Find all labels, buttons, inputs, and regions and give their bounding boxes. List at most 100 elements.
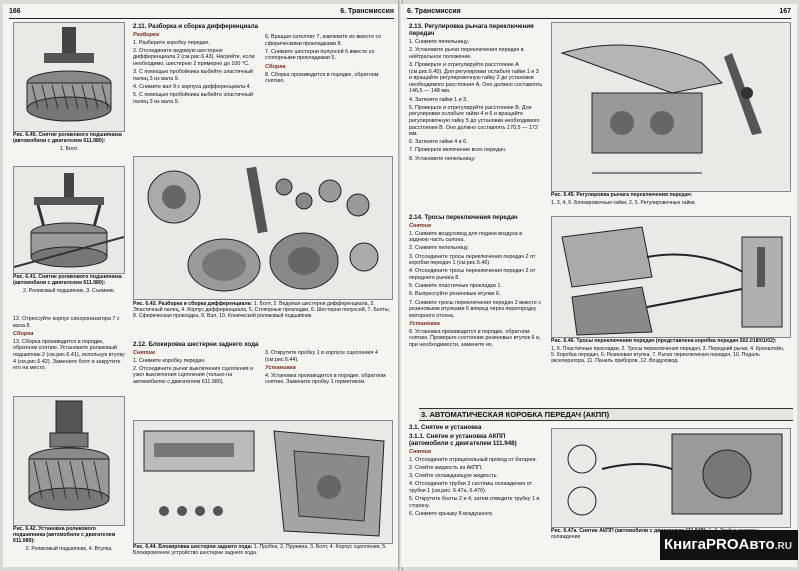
page-number-right: 167 xyxy=(779,8,791,15)
fig-6-44-legend: 1. Пробка, 2. Пружина, 3. Болт, 4. Корпу… xyxy=(133,544,387,557)
step-a1: 1. Отсоедините отрицательный провод от б… xyxy=(409,456,537,463)
right-page-header: 6. Трансмиссия 167 xyxy=(407,8,791,19)
bearing-install-drawing xyxy=(28,400,110,511)
left-page: 166 6. Трансмиссия Рис. 6.40. Снятие рол… xyxy=(3,4,400,567)
para-13: 13. Сборка производится в порядке, обрат… xyxy=(13,338,125,372)
section-3-1-1-title: 3.1.1. Снятие и установка АКПП (автомоби… xyxy=(409,433,517,447)
step-t1: 1. Снимите воздуховод для подачи воздуха… xyxy=(409,230,523,244)
figure-6-44 xyxy=(133,420,393,544)
automatic-transmission-drawing xyxy=(567,433,783,516)
assembly-heading: Сборка xyxy=(13,331,34,338)
section-2-11-right-col: 6. Вращая сателлит 7, извлеките их вмест… xyxy=(265,34,391,86)
fig-6-42-caption-block: Рис. 6.42. Установка роликового подшипни… xyxy=(13,526,125,554)
fig-6-46-legend: 1, 9. Пластичные прокладки, 2. Тросы пер… xyxy=(551,345,785,365)
chapter-header-left: 6. Трансмиссия xyxy=(340,8,394,15)
figure-6-46 xyxy=(551,216,791,338)
section-3-1-title: 3.1. Снятие и установка xyxy=(409,424,482,431)
watermark-brand: КнигаPROАвто xyxy=(664,536,775,553)
step-d8: 8. Сборка производится в порядке, обратн… xyxy=(265,71,379,85)
removal-heading-right: Снятие xyxy=(409,223,432,229)
fig-6-41-legend: 2. Роликовый подшипник, 3. Съемник. xyxy=(23,288,115,294)
bearing-puller-drawing xyxy=(26,27,112,122)
section-2-14-col: 2.14. Тросы переключения передач Снятие … xyxy=(409,212,543,350)
step-a5: 5. Открутите болты 2 и 4, затем отведите… xyxy=(409,495,540,509)
step-s4: 4. Затяните гайки 1 и 3. xyxy=(409,96,468,103)
watermark-domain: .RU xyxy=(774,541,792,552)
section-2-13-title: 2.13. Регулировка рычага переключения пе… xyxy=(409,23,534,37)
disassembly-heading: Разборка xyxy=(133,32,159,38)
section-2-12-left-col: 2.12. Блокировка шестерни заднего хода С… xyxy=(133,339,259,387)
step-r2: 2. Отсоедините рычаг выключения сцеплени… xyxy=(133,365,254,385)
step-s7: 7. Проверьте включение всех передач. xyxy=(409,147,507,154)
shift-cables-drawing xyxy=(561,226,783,336)
reverse-lock-drawing xyxy=(143,430,385,537)
section-2-12-title: 2.12. Блокировка шестерни заднего хода xyxy=(133,341,259,348)
fig-6-42-legend: 2. Роликовый подшипник, 4. Втулка. xyxy=(25,546,113,553)
fig-6-44-caption: Рис. 6.44. Блокировка шестерни заднего х… xyxy=(133,544,253,550)
step-d4: 4. Снимите вал 9 с корпуса дифференциала… xyxy=(133,83,252,90)
step-s6: 6. Затяните гайки 4 и 6. xyxy=(409,139,468,146)
step-t4: 4. Отсоедините тросы переключения переда… xyxy=(409,268,536,281)
book-gutter xyxy=(398,0,403,571)
fig-6-46-caption-block: Рис. 6.46. Тросы переключения передач (п… xyxy=(551,338,789,366)
install-heading-right: Установка xyxy=(409,321,440,328)
section-2-14-title: 2.14. Тросы переключения передач xyxy=(409,214,518,221)
fig-6-43-legend: 1. Болт, 2. Ведомая шестерня дифференциа… xyxy=(133,301,391,320)
step-s3: 3. Проверьте и отрегулируйте расстояние … xyxy=(409,61,543,95)
step-r1: 1. Снимите коробку передач. xyxy=(133,357,206,364)
section-3-1-col: 3.1. Снятие и установка 3.1.1. Снятие и … xyxy=(409,422,543,519)
step-s5: 5. Проверьте и отрегулируйте расстояние … xyxy=(409,104,540,138)
section-2-11-left-col: 2.11. Разборка и сборка дифференциала Ра… xyxy=(133,21,259,107)
install-heading: Установка xyxy=(265,365,296,372)
figure-6-43 xyxy=(133,156,393,300)
figure-6-40 xyxy=(13,22,125,132)
watermark-logo: КнигаPROАвто.RU xyxy=(660,530,798,560)
section-2-12-right-col: 3. Открутите пробку 1 в корпусе сцеплени… xyxy=(265,350,391,388)
section-2-13-col: 2.13. Регулировка рычага переключения пе… xyxy=(409,21,543,164)
step-r4: 4. Установка производится в порядке, обр… xyxy=(265,372,386,386)
step-r3: 3. Открутите пробку 1 в корпусе сцеплени… xyxy=(265,350,378,363)
step-t5: 5. Снимите пластичные прокладки 1. xyxy=(409,283,502,290)
chapter-header-right: 6. Трансмиссия xyxy=(407,8,461,15)
right-page: 6. Трансмиссия 167 2.13. Регулировка рыч… xyxy=(401,4,797,567)
step-d2: 2. Отсоедините ведомую шестерню дифферен… xyxy=(133,47,255,67)
fig-6-40-caption-block: Рис. 6.40. Снятие роликового подшипника … xyxy=(13,132,125,154)
fig-6-40-legend: 1. Болт. xyxy=(59,146,79,152)
assembly-heading-2: Сборка xyxy=(265,63,286,70)
bearing-removal-drawing xyxy=(14,173,124,268)
step-t7: 7. Снимите тросы переключения передач 2 … xyxy=(409,299,542,319)
step-a4: 4. Отсоедините трубки 3 системы охлажден… xyxy=(409,481,533,494)
fig-6-40-caption: Рис. 6.40. Снятие роликового подшипника … xyxy=(13,132,122,145)
step-t3: 3. Отсоедините тросы переключения переда… xyxy=(409,253,536,267)
step-s8: 8. Установите пепельницу. xyxy=(409,155,476,162)
fig-6-45-caption-block: Рис. 6.45. Регулировка рычага переключен… xyxy=(551,192,789,208)
step-d3: 3. С помощью пробойника выбейте эластичн… xyxy=(133,69,254,82)
step-d5: 5. С помощью пробойника выбейте эластичн… xyxy=(133,92,254,105)
section-2-11-title: 2.11. Разборка и сборка дифференциала xyxy=(133,23,259,30)
left-page-header: 166 6. Трансмиссия xyxy=(9,8,394,19)
step-d7: 7. Снимите шестерни полуосей 6 вместе со… xyxy=(265,48,375,62)
step-s1: 1. Снимите пепельницу. xyxy=(409,39,469,45)
fig-6-42-caption: Рис. 6.42. Установка роликового подшипни… xyxy=(13,526,116,545)
step-s2: 2. Установите рычаг переключения передач… xyxy=(409,47,524,60)
figure-6-42 xyxy=(13,396,125,526)
step-t2: 2. Снимите пепельницу. xyxy=(409,245,469,252)
step-d1: 1. Разберите коробку передач. xyxy=(133,39,210,46)
fig-6-45-caption: Рис. 6.45. Регулировка рычага переключен… xyxy=(551,192,693,198)
figure-6-41 xyxy=(13,166,125,274)
step-a3: 3. Слейте охлаждающую жидкость. xyxy=(409,472,498,479)
figure-6-47a xyxy=(551,428,791,528)
fig-6-47a-caption: Рис. 6.47а. Снятие АКПП (автомобили с дв… xyxy=(551,528,708,534)
fig-6-41-caption-block: Рис. 6.41. Снятие роликового подшипника … xyxy=(13,274,125,296)
chapter-3-title: 3. АВТОМАТИЧЕСКАЯ КОРОБКА ПЕРЕДАЧ (АКПП) xyxy=(419,408,793,421)
removal-heading-acpp: Снятие xyxy=(409,449,432,455)
step-t6: 6. Выпрессуйте резиновые втулки 6. xyxy=(409,291,501,298)
step-t8: 8. Установка производится в порядке, обр… xyxy=(409,328,541,349)
differential-exploded-drawing xyxy=(147,166,379,292)
gear-lever-adjustment-drawing xyxy=(560,44,762,174)
fig-6-43-caption: Рис. 6.43. Разборка и сборка дифференциа… xyxy=(133,301,253,307)
step-d6: 6. Вращая сателлит 7, извлеките их вмест… xyxy=(265,34,382,47)
fig-6-43-caption-block: Рис. 6.43. Разборка и сборка дифференциа… xyxy=(133,301,391,321)
para-12: 12. Отрессуйте корпус синхронизатора 7 с… xyxy=(13,316,120,329)
